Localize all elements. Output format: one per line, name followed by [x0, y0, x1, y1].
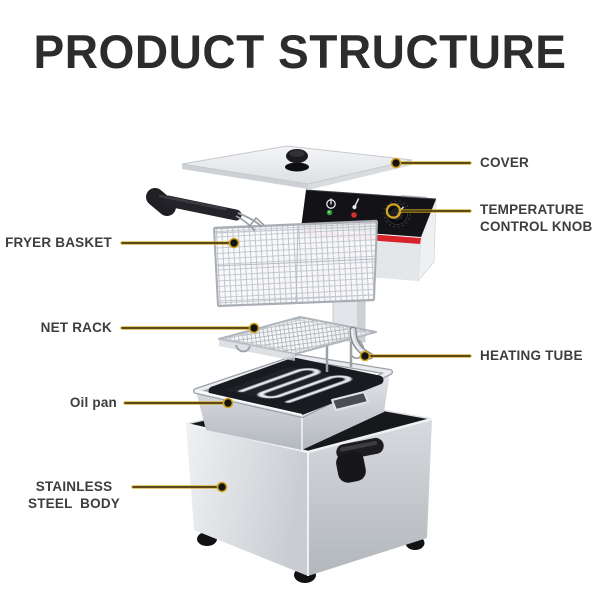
- leader-ring: [385, 203, 402, 219]
- body-handle: [336, 437, 384, 483]
- red-led: [351, 212, 357, 218]
- leader-cover: [390, 157, 472, 169]
- label-oil-pan: Oil pan: [69, 395, 117, 410]
- oil-pan-handle: [331, 391, 369, 411]
- cover-illustration: [181, 145, 413, 190]
- leader-lines: [120, 157, 472, 493]
- label-heating-tube: HEATING TUBE: [480, 348, 583, 363]
- label-stainless-steel-body: STAINLESS STEEL BODY: [28, 479, 120, 511]
- cover-knob: [285, 149, 309, 172]
- label-temperature-control-knob: TEMPERATURE CONTROL KNOB: [480, 202, 593, 234]
- label-fryer-basket: FRYER BASKET: [5, 235, 112, 250]
- page-title: PRODUCT STRUCTURE: [33, 25, 567, 78]
- power-icon: [326, 198, 336, 216]
- leader-stainless-body: [131, 481, 228, 493]
- leader-heating-tube: [359, 350, 472, 362]
- thermometer-icon: [351, 198, 360, 218]
- leader-net-rack: [120, 322, 260, 334]
- oil-pan-illustration: [193, 339, 393, 450]
- leader-temperature-knob: [385, 203, 472, 219]
- fryer-basket-illustration: [146, 188, 378, 308]
- label-cover: COVER: [480, 155, 530, 170]
- leader-fryer-basket: [120, 237, 240, 249]
- label-net-rack: NET RACK: [40, 320, 112, 335]
- basket-handle: [146, 188, 265, 232]
- heating-element-coil: [237, 367, 353, 404]
- leader-oil-pan: [123, 397, 234, 409]
